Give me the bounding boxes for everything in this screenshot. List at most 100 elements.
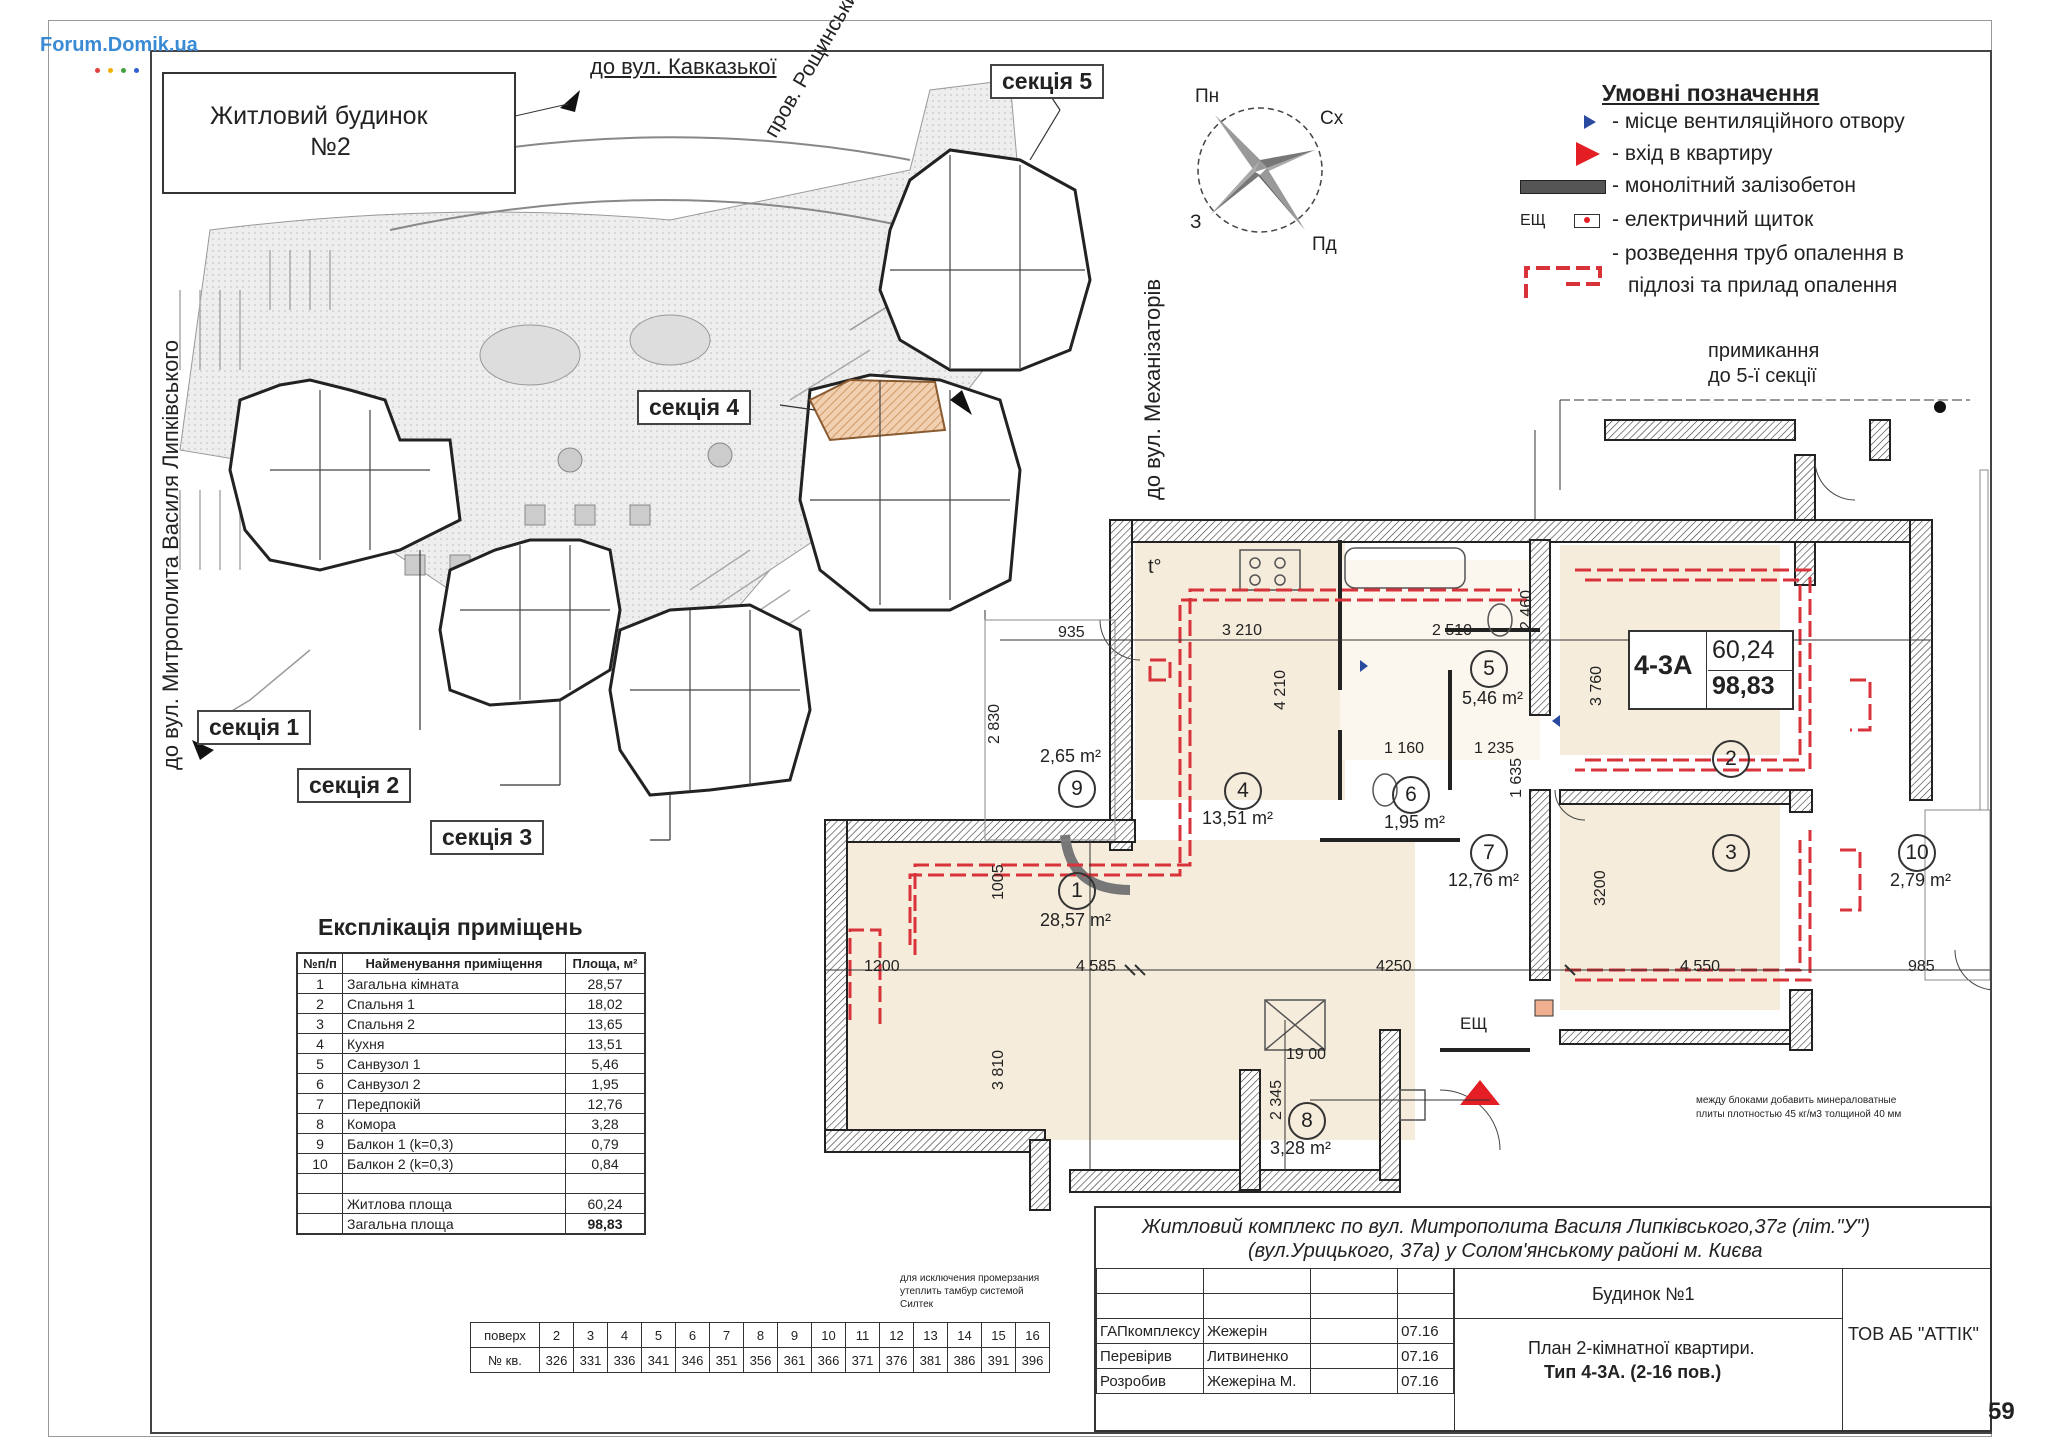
dim-4250: 4250: [1376, 958, 1412, 975]
company-name: ТОВ АБ "АТТІК": [1848, 1324, 1979, 1344]
thermometer-mark: t°: [1148, 556, 1162, 578]
row-num: 6: [296, 1073, 343, 1094]
area-divider: [1708, 670, 1792, 671]
dim-985: 985: [1908, 958, 1935, 975]
room-10-area: 2,79 m²: [1890, 870, 1952, 890]
floor-cell: 2: [539, 1322, 574, 1348]
explication-header-name: Найменування приміщення: [342, 952, 566, 974]
row-name: Кухня: [342, 1033, 566, 1054]
dim-2510: 2 510: [1432, 622, 1473, 639]
apartments-row-label: № кв.: [470, 1347, 540, 1373]
apartment-cell: 376: [879, 1347, 914, 1373]
section-5-label: секція 5: [990, 64, 1105, 99]
floor-cell: 7: [709, 1322, 744, 1348]
floor-plan-drawing: [824, 399, 1990, 1211]
row-area: 5,46: [565, 1053, 646, 1074]
stamp-row: [1095, 1293, 1454, 1319]
insulation-note: между блоками добавить минераловатные пл…: [1696, 1095, 1902, 1120]
compass-west: З: [1190, 212, 1202, 233]
building-title-line1: Житловий будинок: [210, 102, 428, 130]
row-area: 28,57: [565, 973, 646, 994]
legend: - місце вентиляційного отвору - вхід в к…: [1518, 108, 1988, 308]
building-title-line2: №2: [310, 133, 351, 161]
signature-role: Перевірив: [1095, 1343, 1205, 1369]
project-line2: (вул.Урицького, 37а) у Солом'янському ра…: [1248, 1240, 1763, 1262]
title-v-line-1: [1454, 1268, 1455, 1430]
apartment-total-area: 98,83: [1712, 672, 1775, 700]
room-1-number: 1: [1058, 872, 1096, 910]
room-5-number: 5: [1470, 650, 1508, 688]
explication-header-row: №п/п Найменування приміщення Площа, м²: [296, 952, 646, 974]
floor-cell: 6: [675, 1322, 710, 1348]
floor-cell: 5: [641, 1322, 676, 1348]
floor-cell: 15: [981, 1322, 1016, 1348]
legend-title: Умовні позначення: [1602, 80, 1820, 106]
vestibule-note: для исключения промерзания утеплить тамб…: [900, 1273, 1040, 1310]
apartment-cell: 331: [573, 1347, 608, 1373]
apartment-cell: 356: [743, 1347, 778, 1373]
dim-935: 935: [1058, 624, 1085, 641]
signature-name: Жежерін: [1203, 1318, 1312, 1344]
apartment-cell: 351: [709, 1347, 744, 1373]
apartment-cell: 386: [947, 1347, 982, 1373]
dim-1635: 1 635: [1508, 757, 1525, 798]
legend-item-pipes-line2: підлозі та прилад опалення: [1628, 274, 1898, 297]
floor-cell: 16: [1015, 1322, 1050, 1348]
compass-east: Сх: [1320, 108, 1344, 129]
title-block: Житловий комплекс по вул. Митрополита Ва…: [1094, 1206, 1992, 1432]
row-area: 18,02: [565, 993, 646, 1014]
row-area: 13,65: [565, 1013, 646, 1034]
dim-3200: 3200: [1592, 870, 1609, 906]
row-num: 9: [296, 1133, 343, 1154]
legend-item-vent: - місце вентиляційного отвору: [1612, 110, 1905, 133]
apartment-living-area: 60,24: [1712, 636, 1775, 664]
signature-name: Жежеріна М.: [1203, 1368, 1312, 1394]
signature-date: 07.16: [1397, 1318, 1454, 1344]
room-8-area: 3,28 m²: [1270, 1138, 1332, 1158]
dim-3810: 3 810: [990, 1049, 1007, 1090]
explication-table: №п/п Найменування приміщення Площа, м² 1…: [296, 952, 646, 1235]
type-divider: [1706, 632, 1707, 708]
apartment-cell: 371: [845, 1347, 880, 1373]
section-3-label: секція 3: [430, 820, 545, 855]
street-lypkivskoho: до вул. Митрополита Василя Липківського: [158, 339, 183, 770]
apartment-cell: 366: [811, 1347, 846, 1373]
floor-cell: 13: [913, 1322, 948, 1348]
dim-1005: 1005: [990, 864, 1007, 900]
row-name: Балкон 2 (k=0,3): [342, 1153, 566, 1174]
floor-cell: 14: [947, 1322, 982, 1348]
entry-arrow-icon: [1576, 142, 1600, 166]
sheet-title-line1: План 2-кімнатної квартири.: [1528, 1338, 1755, 1358]
row-area: 12,76: [565, 1093, 646, 1114]
floor-cell: 11: [845, 1322, 880, 1348]
row-name: Балкон 1 (k=0,3): [342, 1133, 566, 1154]
room-5-area: 5,46 m²: [1462, 688, 1524, 708]
compass-south: Пд: [1312, 234, 1337, 255]
apartment-cell: 381: [913, 1347, 948, 1373]
row-area: 3,28: [565, 1113, 646, 1134]
sheet-title-line2: Тип 4-3А. (2-16 пов.): [1544, 1362, 1722, 1382]
room-8-number: 8: [1288, 1102, 1326, 1140]
floor-cell: 9: [777, 1322, 812, 1348]
row-num: 7: [296, 1093, 343, 1114]
apartment-cell: 326: [539, 1347, 574, 1373]
room-9-number: 9: [1058, 770, 1096, 808]
row-num: 4: [296, 1033, 343, 1054]
row-name: Санвузол 1: [342, 1053, 566, 1074]
dim-4550: 4 550: [1680, 958, 1721, 975]
dim-2460: 2 460: [1518, 589, 1535, 630]
floor-cell: 10: [811, 1322, 846, 1348]
